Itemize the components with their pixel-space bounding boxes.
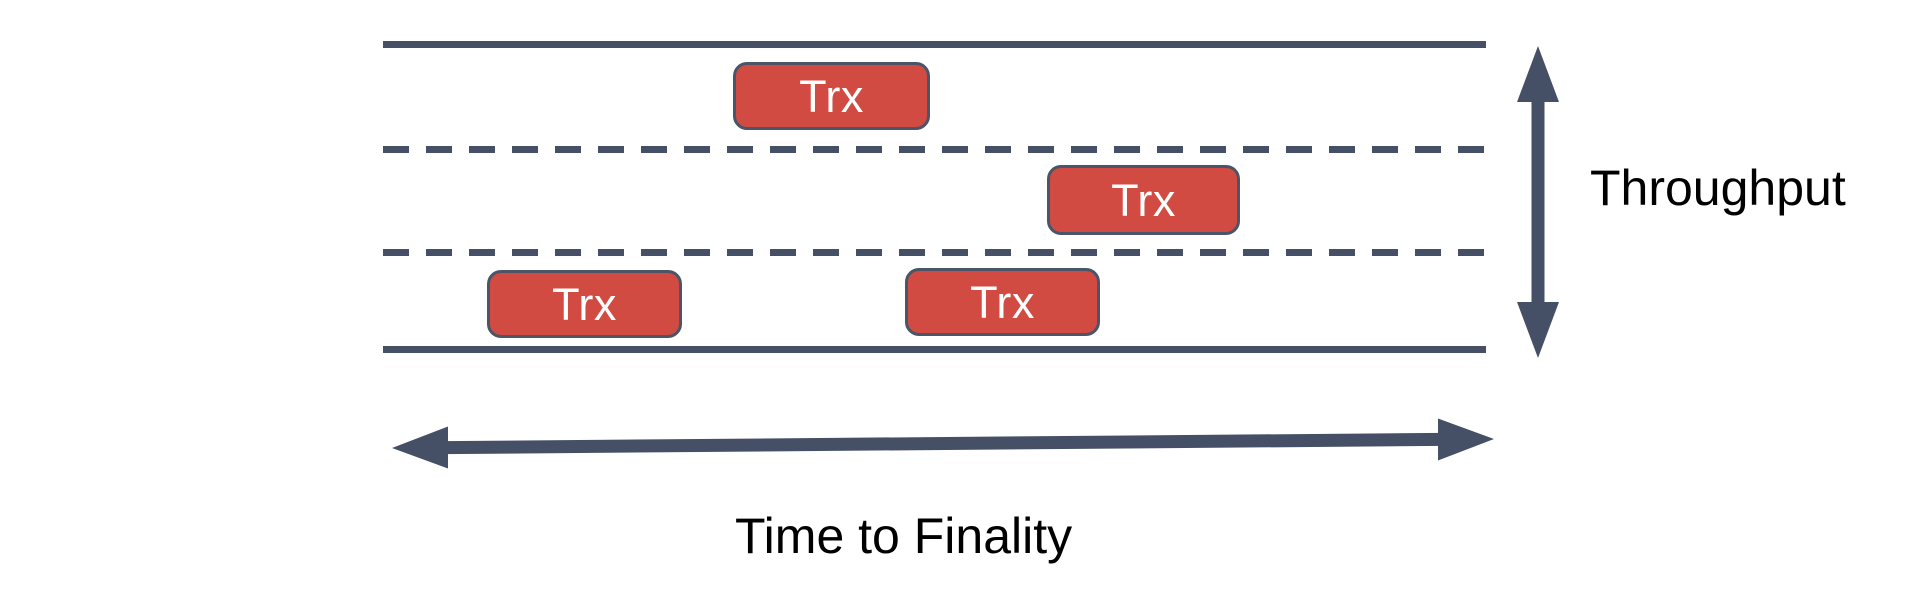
trx-box-top-lane: Trx [733, 62, 930, 130]
road-bottom-line [383, 346, 1486, 353]
horizontal-double-arrow-icon [392, 418, 1494, 469]
time-to-finality-label: Time to Finality [735, 508, 1073, 564]
vertical-double-arrow-icon [1517, 46, 1559, 358]
lane-divider-1 [383, 146, 1486, 153]
trx-box-bottom-lane-right: Trx [905, 268, 1100, 336]
throughput-label: Throughput [1590, 160, 1846, 216]
trx-box-middle-lane: Trx [1047, 165, 1240, 235]
trx-label: Trx [970, 276, 1035, 328]
trx-box-bottom-lane-left: Trx [487, 270, 682, 338]
lane-divider-2 [383, 249, 1486, 256]
road-top-line [383, 41, 1486, 48]
trx-label: Trx [552, 278, 617, 330]
trx-label: Trx [1111, 174, 1176, 226]
trx-label: Trx [799, 70, 864, 122]
